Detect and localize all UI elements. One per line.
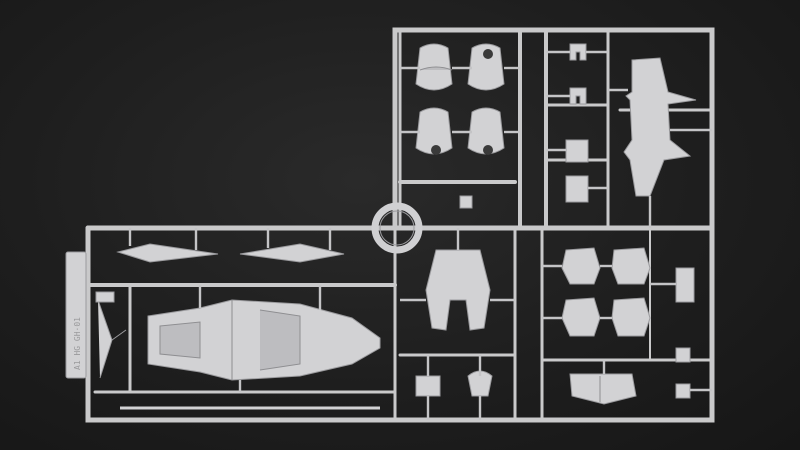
antenna-parts (116, 228, 345, 263)
booster-part (147, 285, 381, 392)
sprue-tag-text: A1 HG GH·01 (73, 317, 82, 370)
runner-frame-lower (85, 225, 715, 423)
armor-plates (542, 247, 651, 337)
waist-part (569, 267, 712, 405)
rod-parts (95, 291, 380, 410)
skirt-part (400, 228, 515, 331)
pod-parts (400, 43, 520, 209)
runner-ring (371, 202, 423, 254)
fin-part (608, 57, 712, 228)
sprue-tag: A1 HG GH·01 (65, 251, 87, 379)
clip-parts (546, 43, 608, 203)
joint-parts (415, 355, 493, 420)
